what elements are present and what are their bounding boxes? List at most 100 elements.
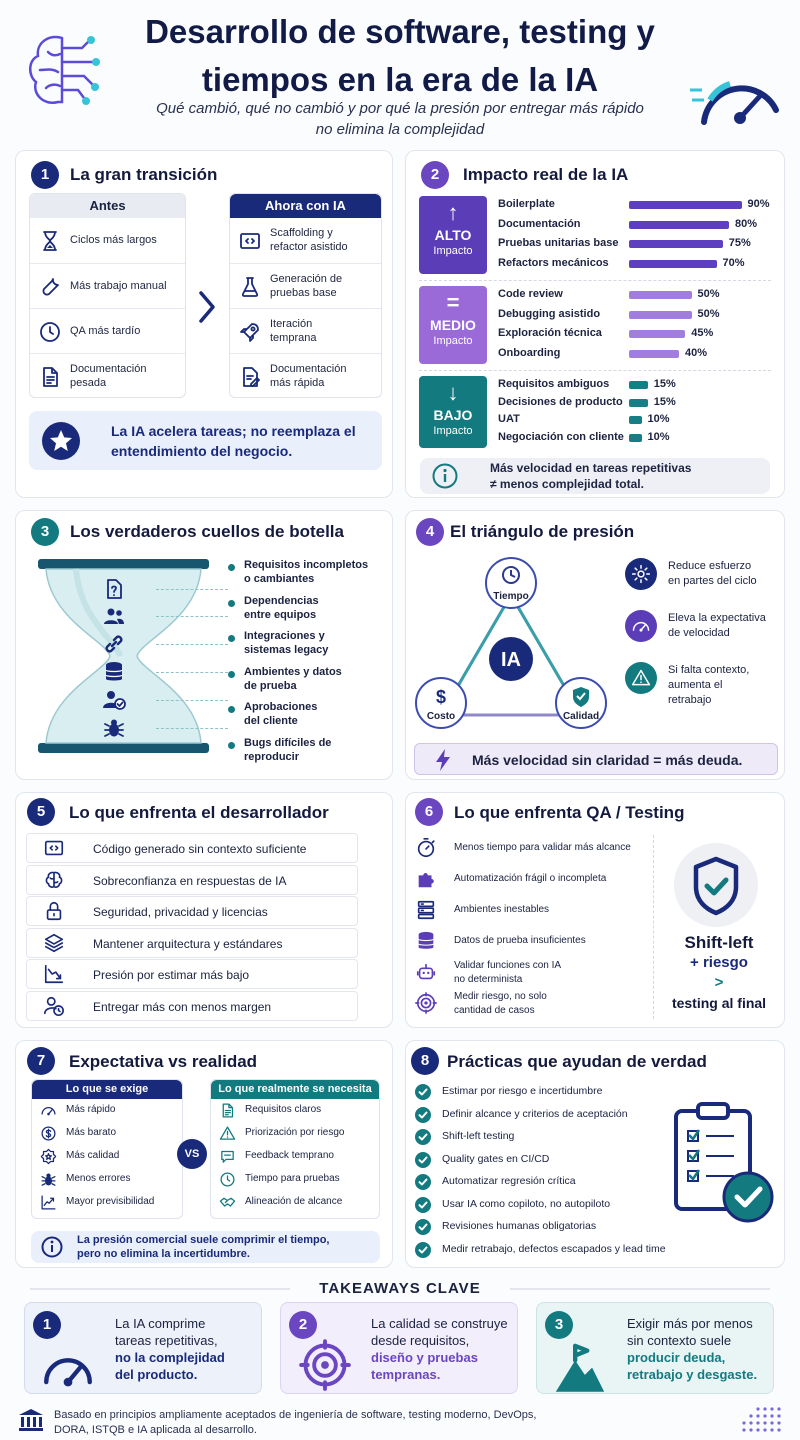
expectation-item-label: Priorización por riesgo [245, 1127, 345, 1138]
takeaway-line-4: tempranas. [371, 1367, 441, 1382]
practice-item: Medir retrabajo, defectos escapados y le… [442, 1242, 666, 1255]
takeaway-line-3: producir deuda, [627, 1350, 726, 1365]
impact-item-label: Pruebas unitarias base [498, 237, 619, 249]
impact-item-label: Boilerplate [498, 198, 555, 210]
practice-item: Estimar por riesgo e incertidumbre [442, 1085, 603, 1097]
developer-item-label: Seguridad, privacidad y licencias [93, 905, 268, 919]
triangle-right-label: Calidad [562, 711, 600, 722]
expectation-item-label: Más barato [66, 1127, 117, 1138]
impact-bar [629, 240, 723, 248]
developer-item: Seguridad, privacidad y licencias [26, 896, 358, 926]
developer-item: Presión por estimar más bajo [26, 959, 358, 989]
triangle-center-label: IA [501, 649, 521, 671]
title-line-2: tiempos en la era de la IA [201, 61, 599, 98]
section-title: Lo que enfrenta el desarrollador [69, 803, 329, 822]
rocket-icon [238, 320, 262, 344]
qa-item-line-2: no determinista [454, 974, 523, 985]
lock-icon [43, 900, 65, 922]
document-icon [38, 365, 62, 389]
impact-value: 10% [647, 413, 670, 425]
expectation-note-line-1: La presión comercial suele comprimir el … [77, 1234, 330, 1246]
expectation-item: Feedback temprano [211, 1145, 379, 1168]
needs-column: Lo que realmente se necesita Requisitos … [210, 1079, 380, 1219]
bug-icon [102, 716, 126, 740]
flask-icon [238, 275, 262, 299]
qa-item-line-1: Automatización frágil o incompleta [454, 873, 607, 884]
developer-item-label: Mantener arquitectura y estándares [93, 936, 283, 951]
takeaway-line-3: diseño y pruebas [371, 1350, 478, 1365]
brain-circuit-icon [22, 26, 114, 116]
info-icon [432, 463, 458, 489]
bullet-dot [228, 670, 235, 678]
takeaway-number: 2 [289, 1311, 317, 1339]
qa-item-line-1: Ambientes inestables [454, 904, 550, 915]
insight-note-line-2: entendimiento del negocio. [111, 443, 293, 459]
check-icon [415, 1151, 431, 1168]
info-icon [41, 1236, 63, 1258]
hourglass-icon [38, 229, 62, 253]
speedometer-icon [39, 1341, 97, 1399]
bottleneck-line-2: reproducir [244, 750, 300, 763]
expectation-item: Mayor previsibilidad [32, 1191, 182, 1214]
impact-level: MEDIO [430, 317, 476, 333]
layers-icon [43, 932, 65, 954]
lightning-icon [435, 749, 451, 771]
expectation-item: Menos errores [32, 1168, 182, 1191]
takeaway-line-2: tareas repetitivas, [115, 1333, 218, 1348]
impact-item-label: Documentación [498, 217, 581, 230]
user-check-icon [102, 688, 126, 712]
before-item-line-1: Documentación [70, 363, 147, 375]
expectation-item-label: Requisitos claros [245, 1104, 322, 1115]
qa-item: Menos tiempo para validar más alcance [454, 841, 631, 855]
check-icon [415, 1241, 431, 1258]
expectation-item: Más rápido [32, 1099, 182, 1122]
speedometer-icon [690, 60, 786, 130]
expectation-item: Priorización por riesgo [211, 1122, 379, 1145]
section-developer: 5 Lo que enfrenta el desarrollador Códig… [15, 792, 393, 1028]
takeaways-title: TAKEAWAYS CLAVE [319, 1280, 481, 1297]
qa-item-line-1: Datos de prueba insuficientes [454, 935, 586, 946]
impact-bar [629, 349, 679, 358]
link-icon [102, 632, 126, 656]
subtitle-line-1: Qué cambió, qué no cambió y por qué la p… [156, 100, 644, 117]
section-number: 8 [411, 1047, 439, 1075]
chevron-right-icon [196, 289, 218, 325]
triangle-left-label: Costo [426, 711, 456, 722]
code-icon [238, 229, 262, 253]
demands-header: Lo que se exige [32, 1080, 182, 1099]
footer-source: Basado en principios ampliamente aceptad… [54, 1408, 536, 1438]
expectation-item: Más barato [32, 1122, 182, 1145]
check-icon [415, 1129, 431, 1145]
takeaway-number: 3 [545, 1311, 573, 1339]
page-title: Desarrollo de software, testing y tiempo… [120, 12, 680, 100]
takeaway-number: 1 [33, 1311, 61, 1339]
impact-bar [629, 201, 742, 209]
impact-value: 70% [722, 256, 745, 269]
practice-item: Automatizar regresión crítica [442, 1175, 576, 1187]
impact-arrow-icon: = [446, 290, 460, 315]
impact-value: 50% [697, 288, 720, 300]
pressure-triangle-diagram: $ [411, 553, 611, 733]
pressure-note-text: Más velocidad sin claridad = más deuda. [472, 752, 743, 768]
wrench-icon [38, 275, 62, 299]
impact-bar [629, 310, 692, 319]
takeaway-line-1: La calidad se construye [371, 1316, 508, 1331]
trend-icon [40, 1194, 57, 1211]
insight-note-line-1: La IA acelera tareas; no reemplaza el [111, 423, 356, 439]
impact-bar [629, 433, 642, 442]
impact-bar [629, 398, 648, 407]
pressure-note: Más velocidad sin claridad = más deuda. [414, 743, 778, 775]
developer-item-label: Código generado sin contexto suficiente [93, 842, 307, 856]
section-title: Prácticas que ayudan de verdad [447, 1052, 707, 1071]
impact-item-label: Debugging asistido [498, 307, 601, 320]
bottleneck-line-1: Integraciones y [244, 630, 325, 642]
speedometer-icon [40, 1102, 57, 1119]
expectation-item-label: Mayor previsibilidad [66, 1196, 155, 1207]
